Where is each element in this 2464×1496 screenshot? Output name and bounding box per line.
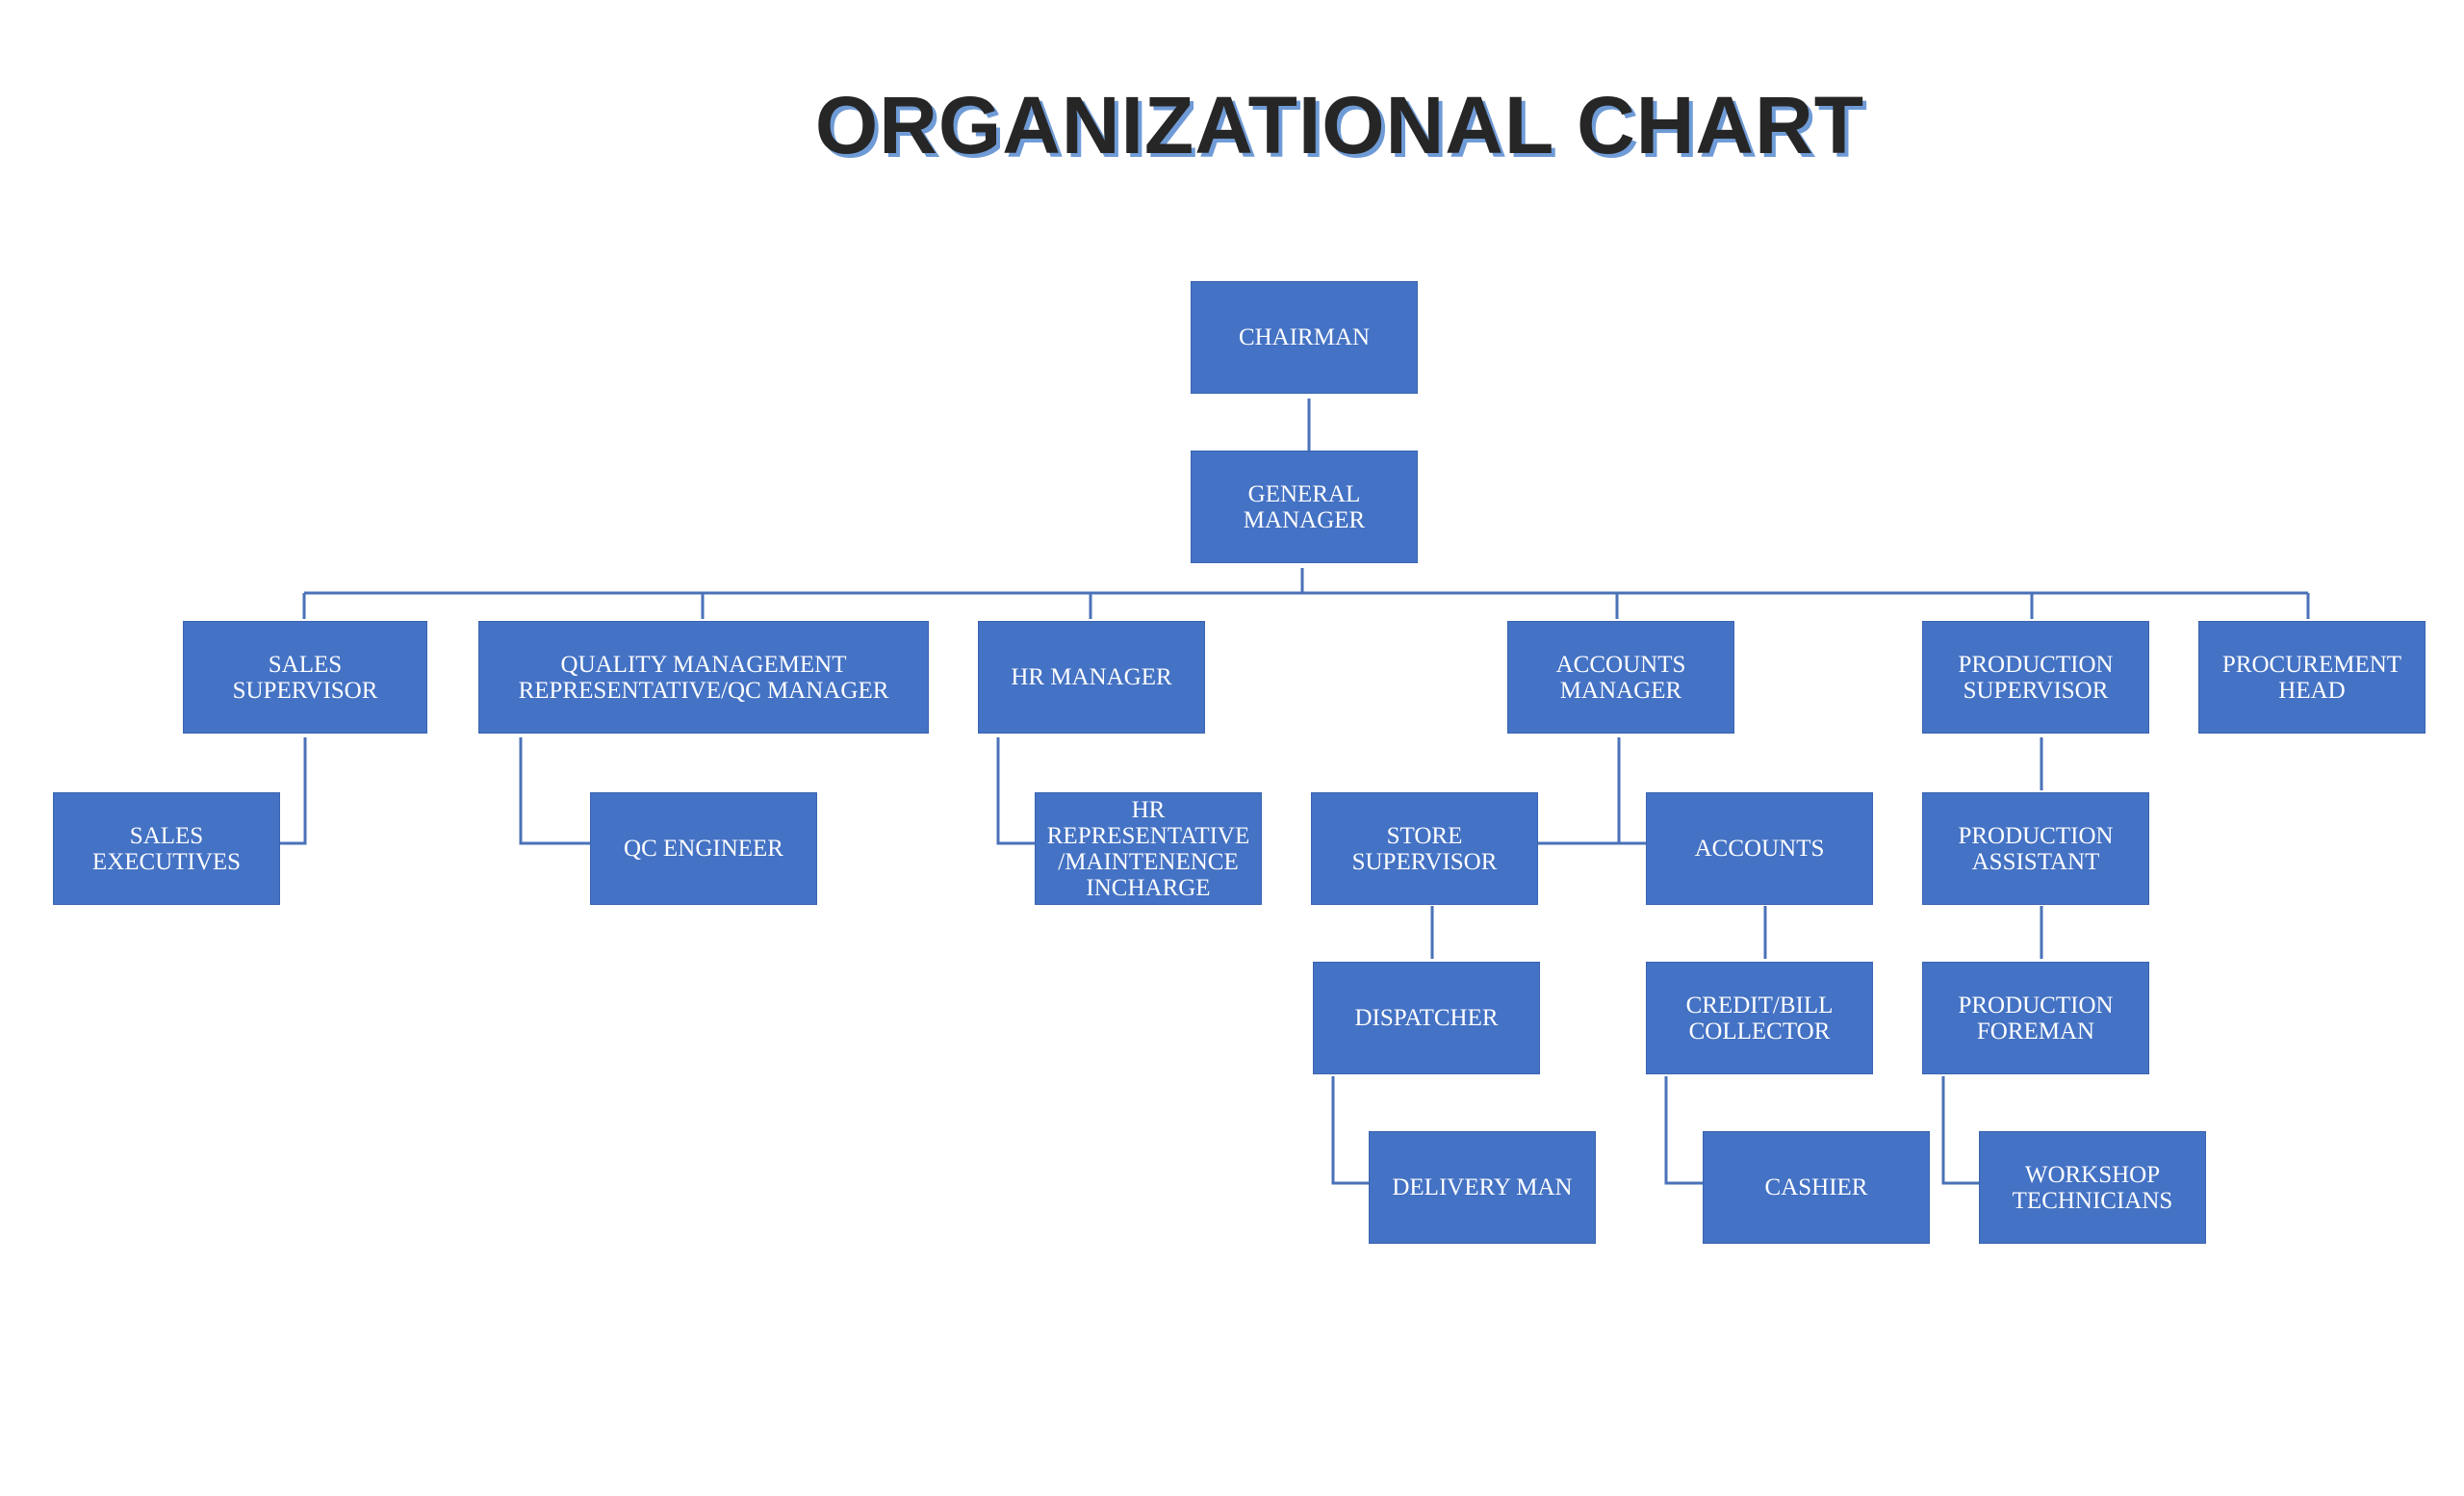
node-delivery-man: DELIVERY MAN — [1369, 1131, 1596, 1244]
node-hr-representative: HR REPRESENTATIVE /MAINTENENCE INCHARGE — [1035, 792, 1262, 905]
connector-delivery-man — [1331, 1076, 1369, 1185]
node-dispatcher: DISPATCHER — [1313, 962, 1540, 1074]
node-accounts: ACCOUNTS — [1646, 792, 1873, 905]
node-hr-manager: HR MANAGER — [978, 621, 1205, 734]
node-qc-engineer: QC ENGINEER — [590, 792, 817, 905]
node-sales-supervisor: SALES SUPERVISOR — [183, 621, 427, 734]
node-workshop-technicians: WORKSHOP TECHNICIANS — [1979, 1131, 2206, 1244]
node-procurement-head: PROCUREMENT HEAD — [2198, 621, 2426, 734]
node-accounts-manager: ACCOUNTS MANAGER — [1507, 621, 1734, 734]
node-production-supervisor: PRODUCTION SUPERVISOR — [1922, 621, 2149, 734]
node-production-foreman: PRODUCTION FOREMAN — [1922, 962, 2149, 1074]
node-production-assistant: PRODUCTION ASSISTANT — [1922, 792, 2149, 905]
connector-hr-representative — [996, 737, 1035, 845]
node-cashier: CASHIER — [1703, 1131, 1930, 1244]
connector-qc-engineer — [519, 737, 590, 845]
node-chairman: CHAIRMAN — [1191, 281, 1418, 394]
node-sales-executives: SALES EXECUTIVES — [53, 792, 280, 905]
chart-title: ORGANIZATIONAL CHART — [814, 80, 1865, 170]
connector-cashier — [1664, 1076, 1703, 1185]
node-credit-bill-collector: CREDIT/BILL COLLECTOR — [1646, 962, 1873, 1074]
connector-workshop-technicians — [1941, 1076, 1979, 1185]
node-general-manager: GENERAL MANAGER — [1191, 451, 1418, 563]
node-quality-management-representative: QUALITY MANAGEMENT REPRESENTATIVE/QC MAN… — [478, 621, 929, 734]
node-store-supervisor: STORE SUPERVISOR — [1311, 792, 1538, 905]
connector-sales-executives — [280, 737, 307, 845]
